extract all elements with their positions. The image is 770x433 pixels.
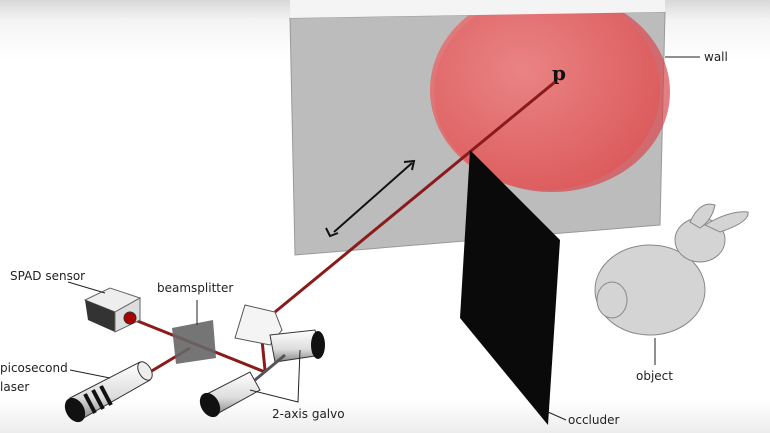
galvo-lower (199, 353, 286, 418)
object-label: object (636, 369, 673, 383)
spad-sensor (83, 287, 142, 333)
galvo-upper (234, 304, 325, 363)
point-p-label: p (552, 61, 566, 85)
galvo-label: 2-axis galvo (272, 407, 345, 421)
laser-label-line2: laser (0, 380, 29, 394)
bunny-object (594, 203, 749, 336)
beamsplitter (172, 320, 216, 364)
occluder (460, 150, 560, 425)
occluder-label: occluder (568, 413, 619, 427)
beamsplitter-label: beamsplitter (157, 281, 233, 295)
laser-label-line1: picosecond (0, 361, 68, 375)
picosecond-laser (64, 361, 153, 423)
spad-label: SPAD sensor (10, 269, 85, 283)
double-arrow-icon (325, 159, 416, 238)
wall-label: wall (704, 50, 728, 64)
